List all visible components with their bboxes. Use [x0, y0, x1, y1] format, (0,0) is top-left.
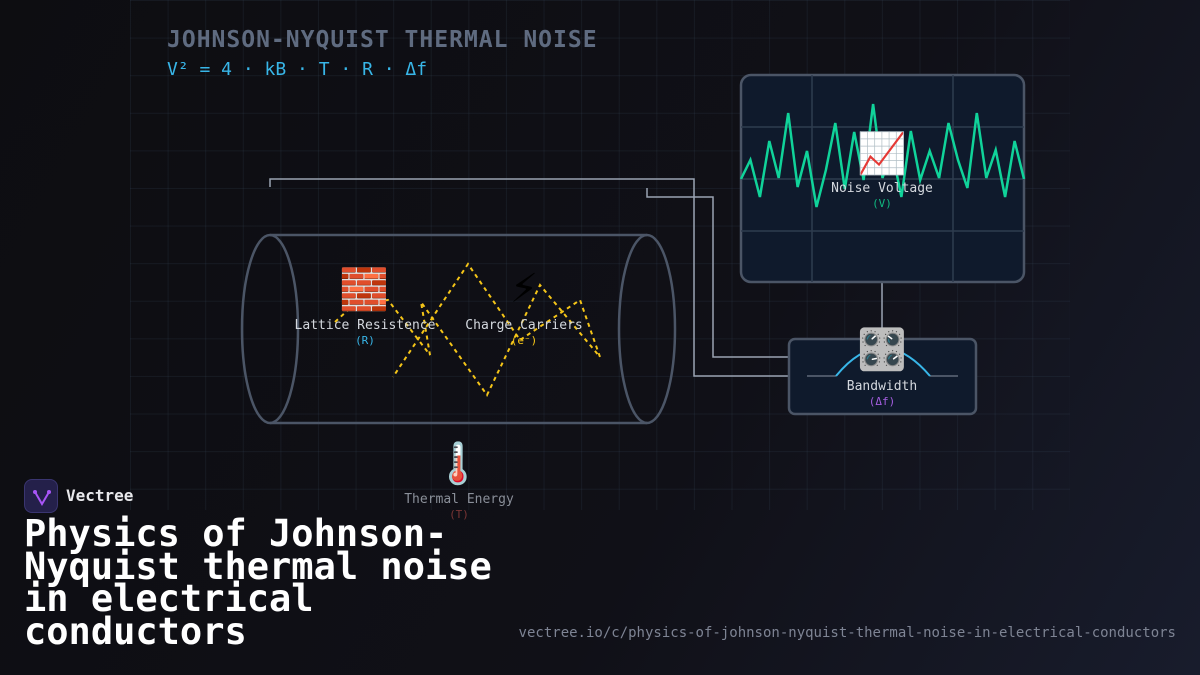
- carriers-label: Charge Carriers: [465, 318, 583, 333]
- conductor-cylinder: [240, 233, 677, 425]
- brand-name: Vectree: [66, 486, 134, 505]
- bandpass-curve: [835, 347, 931, 377]
- bandwidth-box: [787, 337, 978, 416]
- brick-icon: 🧱: [339, 267, 389, 313]
- wire-top: [269, 178, 789, 377]
- control-knobs-icon: 🎛️: [857, 327, 907, 373]
- oscilloscope: [739, 73, 1026, 284]
- carrier-path: [334, 262, 601, 397]
- formula: V² = 4 · kB · T · R · Δf: [167, 59, 428, 80]
- bandwidth-label: Bandwidth: [846, 379, 918, 394]
- voltage-label: Noise Voltage: [831, 181, 933, 196]
- lattice-label: Lattice Resistence: [294, 318, 436, 333]
- carriers-symbol: (e⁻): [510, 334, 538, 347]
- page-url[interactable]: vectree.io/c/physics-of-johnson-nyquist-…: [518, 625, 1176, 641]
- headline: Physics of Johnson-Nyquist thermal noise…: [24, 512, 492, 653]
- chart-increasing-icon: 📈: [857, 131, 907, 177]
- thermometer-icon: 🌡️: [433, 441, 483, 487]
- diagram-title: JOHNSON-NYQUIST THERMAL NOISE: [167, 27, 598, 53]
- voltage-symbol: (V): [872, 197, 892, 210]
- noise-waveform: [739, 103, 1026, 208]
- thermal-label: Thermal Energy: [404, 492, 514, 507]
- lightning-icon: ⚡: [509, 266, 539, 312]
- wire-inner: [646, 188, 789, 358]
- vectree-logo: [24, 479, 58, 513]
- thermal-symbol: (T): [449, 508, 469, 521]
- lattice-symbol: (R): [355, 334, 375, 347]
- wires: [269, 178, 883, 377]
- bandwidth-symbol: (Δf): [868, 395, 896, 408]
